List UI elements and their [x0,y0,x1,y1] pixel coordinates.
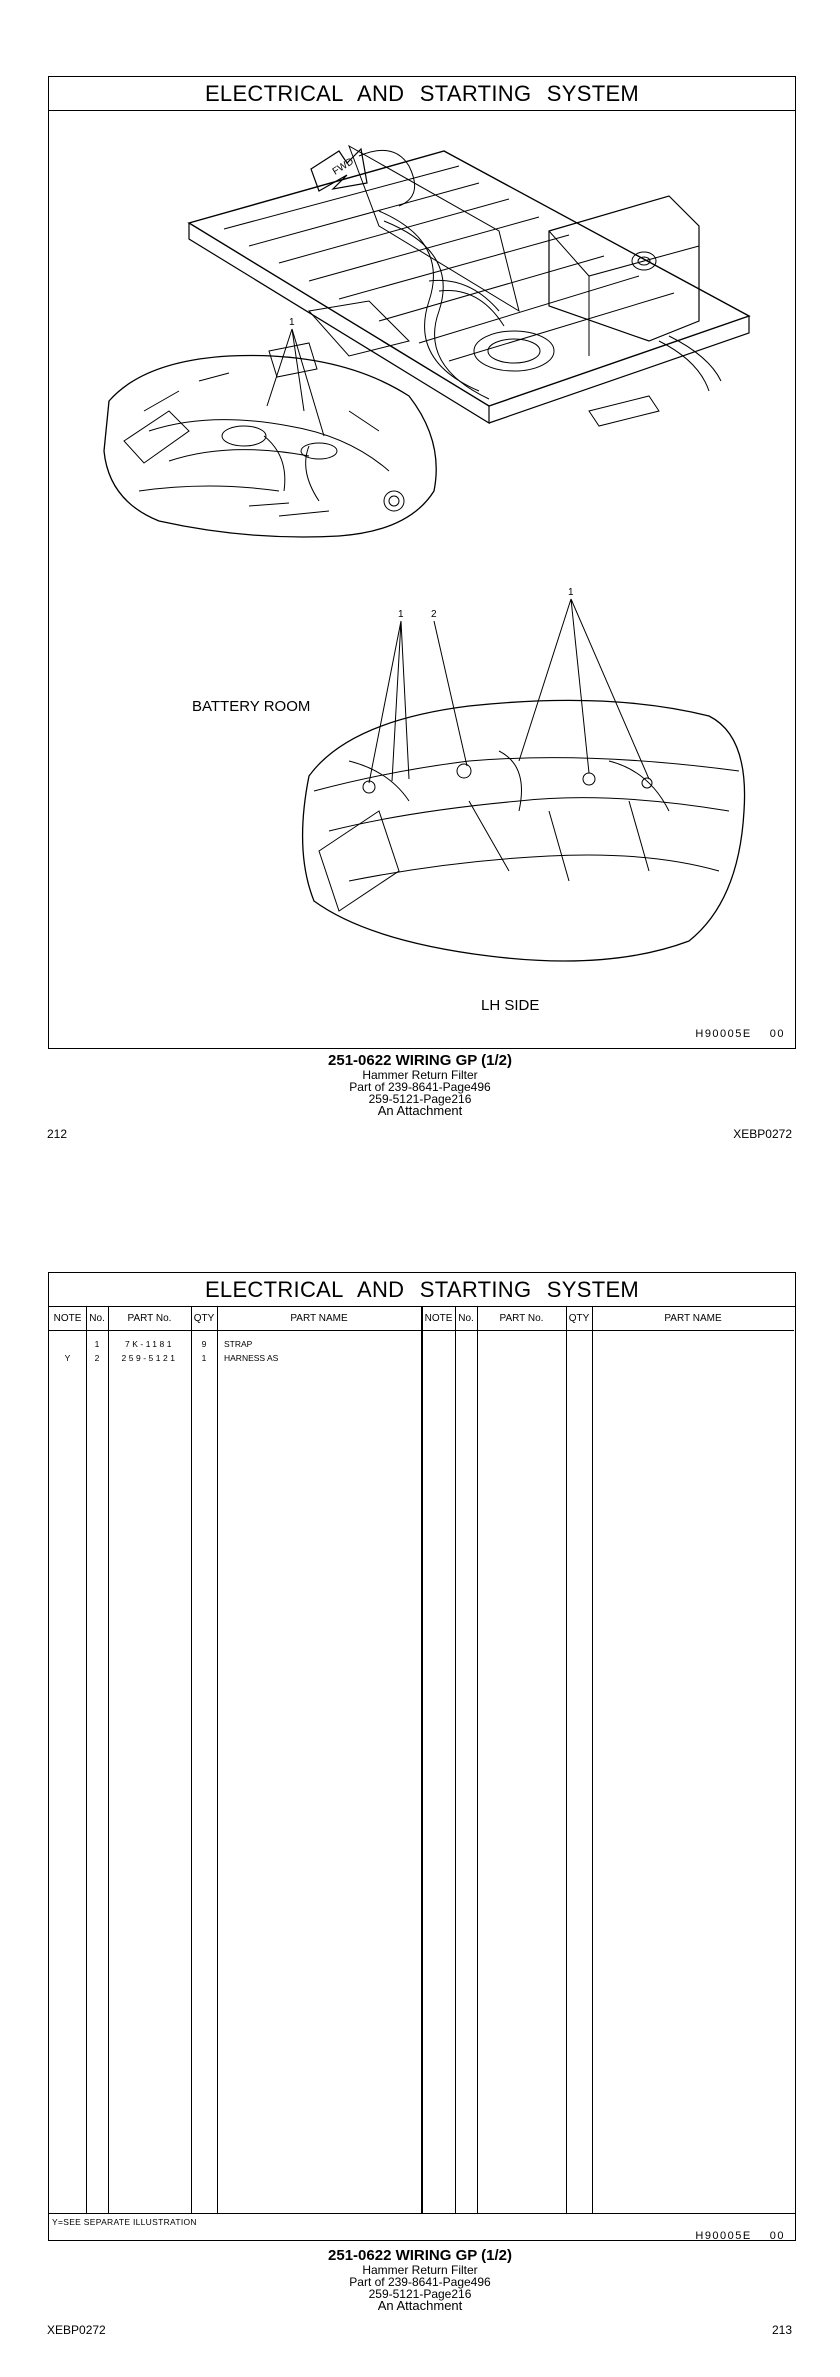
page-number: 213 [771,2323,792,2337]
fwd-label: FWD [331,156,356,177]
caption-title: 251-0622 WIRING GP (1/2) [328,1052,512,1069]
row-part-no: 259-5121 [121,1353,178,1363]
table-row: 1 7K-1181 9 STRAP [49,1337,421,1351]
illustration-frame: ELECTRICAL AND STARTING SYSTEM [48,76,796,1049]
table-footer: Y=SEE SEPARATE ILLUSTRATION H90005E 00 [49,2213,795,2242]
row-no: 2 [94,1353,100,1363]
section-header: ELECTRICAL AND STARTING SYSTEM [49,1273,795,1307]
illustration-number: H90005E [695,1028,752,1040]
callout-number: 2 [431,609,437,620]
parts-list-frame: ELECTRICAL AND STARTING SYSTEM NOTE No. … [48,1272,796,2242]
col-header-note: NOTE [53,1313,82,1324]
row-note: Y [64,1353,71,1363]
illustration-code: H90005E 00 [695,2230,785,2242]
col-header-note: NOTE [424,1313,453,1324]
table-header-row: NOTE No. PART No. QTY PART NAME NOTE No.… [49,1307,794,1331]
illustration-code: H90005E 00 [695,1028,785,1040]
figure-caption: 251-0622 WIRING GP (1/2) Hammer Return F… [0,1052,840,1118]
lh-side-label: LH SIDE [481,997,539,1014]
col-header-part-name: PART NAME [290,1313,348,1324]
col-header-part-name: PART NAME [664,1313,722,1324]
battery-room-detail [103,354,437,538]
col-header-qty: QTY [568,1313,590,1324]
document-code: XEBP0272 [733,1127,792,1141]
row-no: 1 [94,1339,100,1349]
col-header-part-no: PART No. [127,1313,172,1324]
col-header-part-no: PART No. [499,1313,544,1324]
figure-caption: 251-0622 WIRING GP (1/2) Hammer Return F… [0,2247,840,2313]
row-qty: 9 [201,1339,207,1349]
revision: 00 [769,1028,785,1040]
callout-leader [266,328,325,437]
row-part-no: 7K-1181 [124,1339,174,1349]
caption-line: Hammer Return Filter [362,2263,478,2277]
caption-title: 251-0622 WIRING GP (1/2) [328,2247,512,2264]
caption-line: An Attachment [377,2298,463,2313]
col-header-qty: QTY [193,1313,215,1324]
row-part-name: STRAP [224,1339,253,1349]
lh-side-detail [301,699,746,962]
document-code: XEBP0272 [47,2323,106,2337]
callout-leader [368,598,650,784]
callout-number: 1 [289,317,295,328]
footnote: Y=SEE SEPARATE ILLUSTRATION [52,2217,197,2227]
upper-frame-drawing [187,144,751,427]
battery-room-label: BATTERY ROOM [192,698,310,715]
caption-line: Hammer Return Filter [362,1068,478,1082]
caption-line: An Attachment [377,1103,463,1118]
caption-line: 259-5121-Page216 [368,1092,472,1106]
caption-line: 259-5121-Page216 [368,2287,472,2301]
illustration-number: H90005E [695,2230,752,2242]
caption-line: Part of 239-8641-Page496 [349,1080,491,1094]
parts-table: NOTE No. PART No. QTY PART NAME NOTE No.… [49,1307,794,2213]
callout-number: 1 [568,587,574,598]
col-header-no: No. [458,1313,474,1324]
callout-number: 1 [398,609,404,620]
col-header-no: No. [89,1313,105,1324]
table-row: Y 2 259-5121 1 HARNESS AS [49,1351,421,1365]
page-number: 212 [47,1127,68,1141]
caption-line: Part of 239-8641-Page496 [349,2275,491,2289]
revision: 00 [769,2230,785,2242]
section-header: ELECTRICAL AND STARTING SYSTEM [49,77,795,111]
fwd-arrow-icon [310,147,368,192]
wiring-illustration: FWD 1 BATTERY ROOM [103,144,751,1014]
row-part-name: HARNESS AS [224,1353,279,1363]
row-qty: 1 [201,1353,207,1363]
